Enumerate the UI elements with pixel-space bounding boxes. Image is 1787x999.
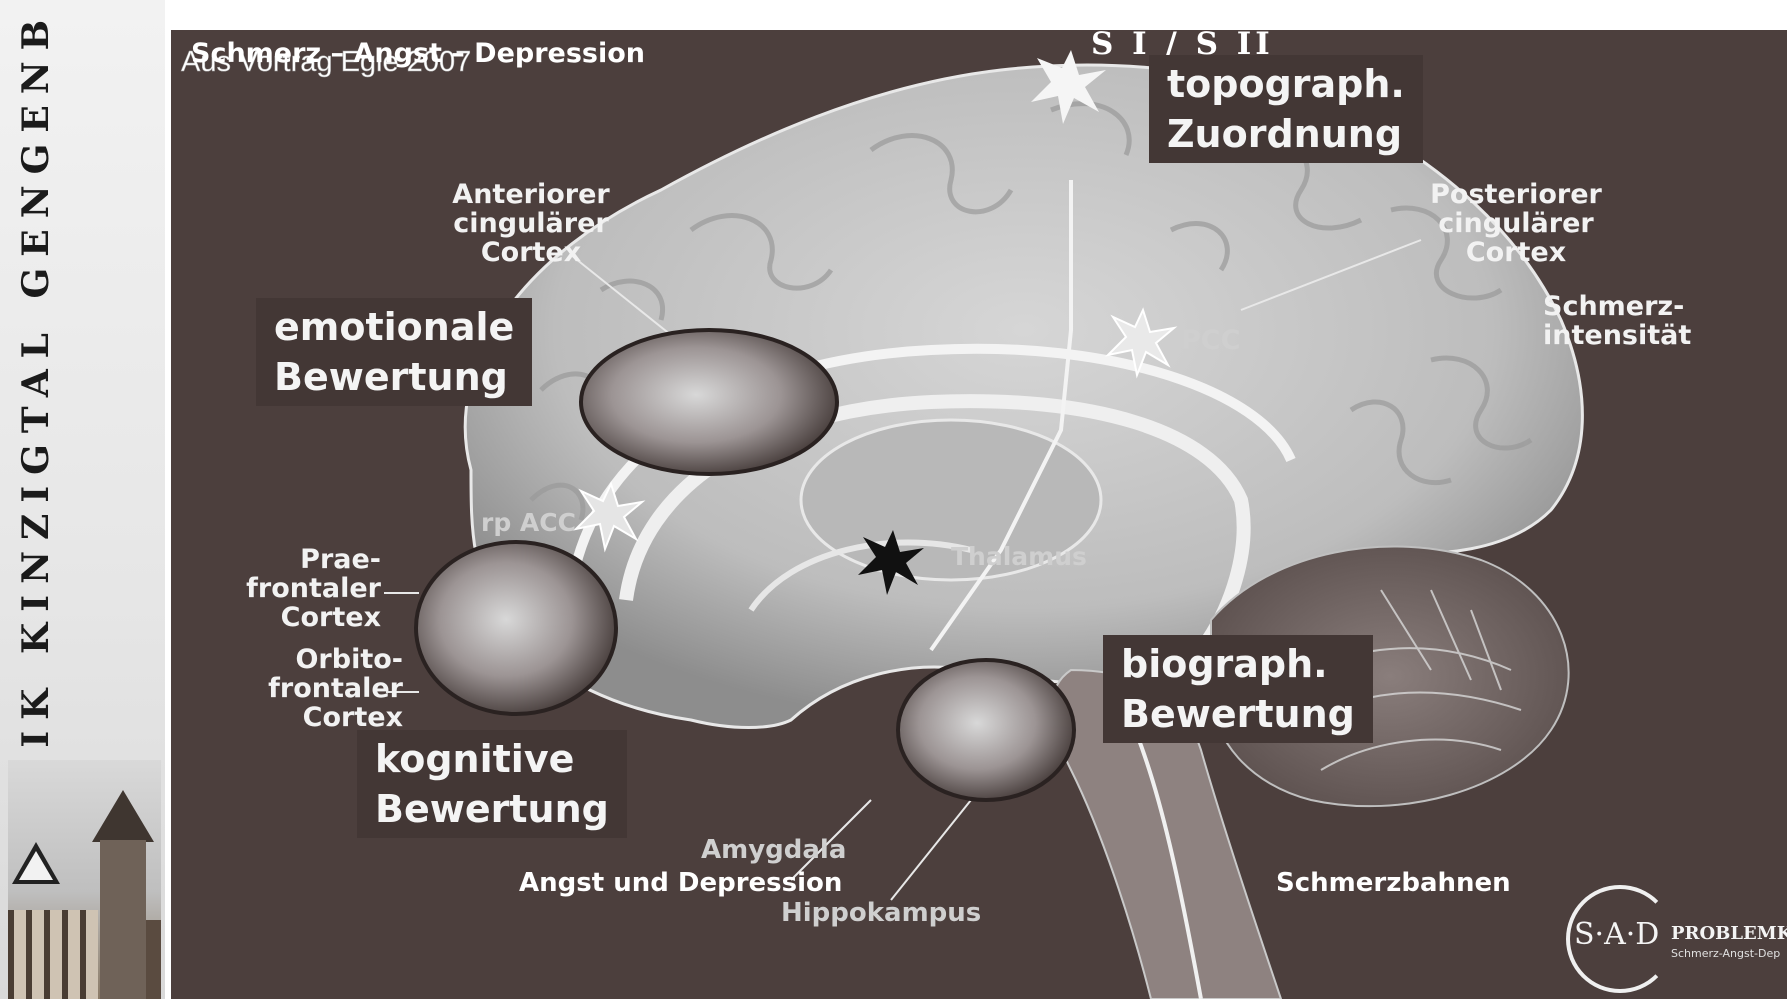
- orbitofrontal-line1: Orbito-: [191, 645, 403, 674]
- pcc-cortex-label: Posteriorer cingulärer Cortex: [1411, 180, 1621, 267]
- emotional-line2: Bewertung: [274, 352, 514, 402]
- praefrontal-line2: frontaler: [191, 574, 381, 603]
- orbitofrontal-label: Orbito- frontaler Cortex: [191, 645, 403, 732]
- praefrontal-label: Prae- frontaler Cortex: [191, 545, 381, 632]
- brain-diagram: Aus Vortrag Egle 2007 Schmerz – Angst – …: [171, 30, 1787, 999]
- angst-depression-label: Angst und Depression: [519, 868, 842, 898]
- rpacc-label: rp ACC: [481, 508, 576, 537]
- pcc-line1: Posteriorer: [1411, 180, 1621, 209]
- orbitofrontal-line3: Cortex: [191, 703, 403, 732]
- topograph-line1: topograph.: [1167, 59, 1405, 109]
- thalamus-label: Thalamus: [951, 542, 1087, 571]
- amygdala-label: Amygdala: [701, 835, 846, 865]
- emotional-line1: emotionale: [274, 302, 514, 352]
- schmerzintensitaet-line1: Schmerz-: [1543, 292, 1691, 321]
- sad-logo-tagline: Schmerz-Angst-Dep: [1671, 947, 1780, 960]
- schmerzbahnen-label: Schmerzbahnen: [1276, 868, 1511, 898]
- slide-title: Schmerz – Angst – Depression: [191, 38, 645, 69]
- acc-line2: cingulärer: [431, 209, 631, 238]
- acc-line1: Anteriorer: [431, 180, 631, 209]
- praefrontal-line1: Prae-: [191, 545, 381, 574]
- biographic-ball: [898, 660, 1074, 800]
- clinic-logo-icon: [12, 842, 60, 884]
- cognitive-line2: Bewertung: [375, 784, 609, 834]
- pcc-line2: cingulärer: [1411, 209, 1621, 238]
- pcc-label: PCC: [1181, 325, 1240, 356]
- emotional-box: emotionale Bewertung: [256, 298, 532, 406]
- schmerzintensitaet-line2: intensität: [1543, 321, 1691, 350]
- topograph-box: topograph. Zuordnung: [1149, 55, 1423, 163]
- biographic-line2: Bewertung: [1121, 689, 1355, 739]
- sad-logo-name: PROBLEMKI: [1671, 923, 1787, 944]
- biographic-box: biograph. Bewertung: [1103, 635, 1373, 743]
- cognitive-ball: [416, 542, 616, 714]
- acc-line3: Cortex: [431, 238, 631, 267]
- biographic-line1: biograph.: [1121, 639, 1355, 689]
- topograph-line2: Zuordnung: [1167, 109, 1405, 159]
- praefrontal-line3: Cortex: [191, 603, 381, 632]
- sad-logo: S·A·D PROBLEMKI Schmerz-Angst-Dep: [1566, 885, 1787, 995]
- cognitive-line1: kognitive: [375, 734, 609, 784]
- cognitive-box: kognitive Bewertung: [357, 730, 627, 838]
- brain-illustration: [171, 30, 1787, 999]
- pcc-line3: Cortex: [1411, 238, 1621, 267]
- orbitofrontal-line2: frontaler: [191, 674, 403, 703]
- acc-label: Anteriorer cingulärer Cortex: [431, 180, 631, 267]
- emotional-ball: [581, 330, 837, 474]
- schmerzintensitaet-label: Schmerz- intensität: [1543, 292, 1691, 350]
- sad-logo-mark: S·A·D: [1574, 917, 1659, 952]
- hippokampus-label: Hippokampus: [781, 898, 981, 928]
- sidebar: KLINIK KINZIGTAL GENGENB: [0, 0, 165, 999]
